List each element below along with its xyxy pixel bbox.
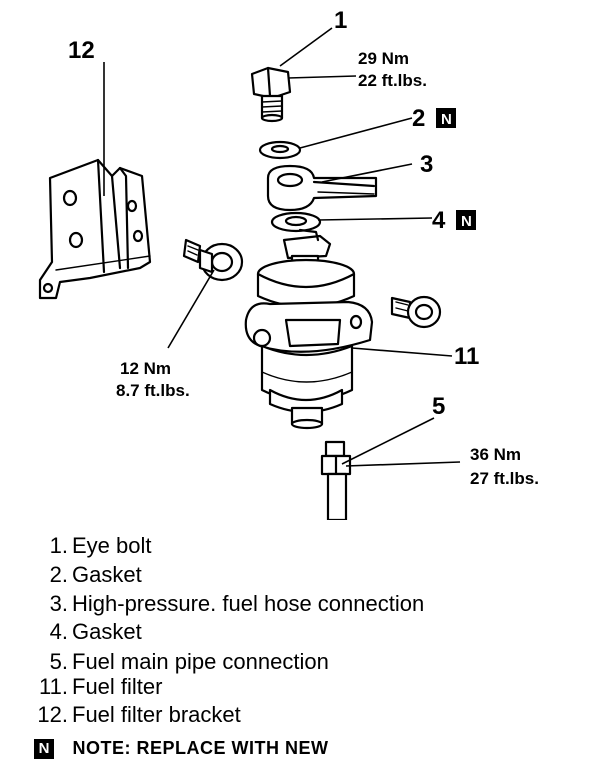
torque-eye-bolt-nm: 29 Nm — [358, 49, 409, 68]
legend-item: 3. High-pressure. fuel hose connection — [0, 590, 608, 618]
callout-1: 1 — [334, 7, 347, 34]
legend-item: 1. Eye bolt — [0, 532, 608, 560]
fuel-main-pipe-drawing — [320, 440, 352, 520]
callout-2: 2 — [412, 105, 425, 132]
replace-new-symbol: N — [34, 738, 54, 759]
fuel-filter-bracket-drawing — [38, 158, 152, 300]
gasket-lower-drawing — [270, 211, 322, 233]
svg-text:N: N — [441, 111, 452, 128]
bracket-bolt-right-drawing — [390, 295, 442, 329]
legend-item-number: 11. — [39, 674, 68, 699]
torque-pipe-nm: 36 Nm — [470, 445, 521, 464]
legend-item-number: 1. — [49, 533, 68, 558]
legend-item-text: Eye bolt — [72, 533, 152, 558]
legend-item-number: 5. — [49, 649, 68, 674]
legend-item: 11. Fuel filter — [0, 673, 608, 701]
callout-12: 12 — [68, 37, 95, 64]
leader-lines — [103, 27, 461, 467]
svg-text:N: N — [461, 213, 472, 230]
hose-connection-drawing — [266, 164, 378, 212]
replace-new-symbol-4: N — [456, 210, 476, 230]
callout-3: 3 — [420, 151, 433, 178]
legend-item-text: Fuel filter — [72, 674, 163, 699]
legend-item-text: Fuel main pipe connection — [72, 649, 329, 674]
gasket-upper-drawing — [258, 140, 302, 160]
note-text: NOTE: REPLACE WITH NEW — [72, 738, 329, 758]
legend-item-number: 3. — [49, 591, 68, 616]
torque-pipe-ftlbs: 27 ft.lbs. — [470, 469, 539, 488]
fuel-filter-drawing — [244, 228, 374, 430]
legend-item-text: High-pressure. fuel hose connection — [72, 591, 425, 616]
callout-11: 11 — [454, 343, 479, 370]
bracket-bolt-left-drawing — [182, 238, 244, 282]
legend-item: 12. Fuel filter bracket — [0, 701, 608, 729]
torque-eye-bolt-ftlbs: 22 ft.lbs. — [358, 71, 427, 90]
replace-note: N NOTE: REPLACE WITH NEW — [34, 738, 328, 762]
callout-4: 4 — [432, 207, 446, 234]
replace-new-symbol-2: N — [436, 108, 456, 128]
eye-bolt-drawing — [250, 66, 292, 123]
callout-5: 5 — [432, 393, 445, 420]
legend-item-text: Gasket — [72, 562, 142, 587]
legend-item-number: 4. — [49, 619, 68, 644]
legend-item: 2. Gasket — [0, 561, 608, 589]
torque-bracket-bolt-nm: 12 Nm — [120, 359, 171, 378]
legend-item-number: 2. — [49, 562, 68, 587]
legend-item-number: 12. — [37, 702, 68, 727]
exploded-diagram: 1 12 2 3 4 11 5 N N 29 Nm 22 ft.lbs. 12 … — [38, 7, 539, 520]
torque-bracket-bolt-ftlbs: 8.7 ft.lbs. — [116, 381, 190, 400]
legend-item-text: Fuel filter bracket — [72, 702, 241, 727]
legend-item: 4. Gasket — [0, 618, 608, 646]
legend-item-text: Gasket — [72, 619, 142, 644]
legend-item: 5. Fuel main pipe connection — [0, 648, 608, 676]
